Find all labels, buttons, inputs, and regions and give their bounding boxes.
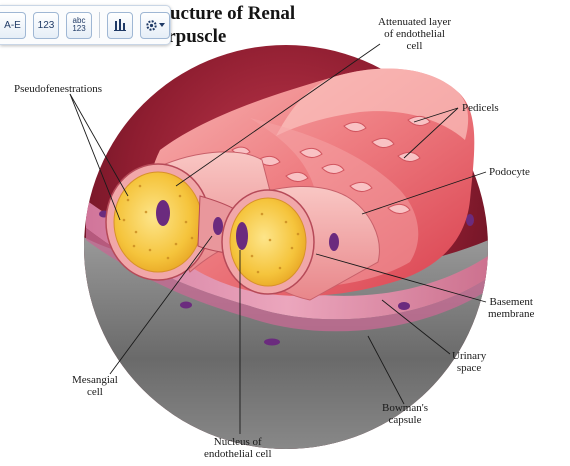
label-nucleus-endothelial: Nucleus of endothelial cell bbox=[204, 436, 272, 460]
abc-number-button[interactable]: abc 123 bbox=[66, 11, 92, 39]
label-podocyte: Podocyte bbox=[489, 166, 530, 178]
label-basement-membrane: Basement membrane bbox=[488, 296, 535, 320]
label-attenuated-layer: Attenuated layer of endothelial cell bbox=[378, 16, 451, 52]
left-endothelial-nucleus bbox=[156, 200, 170, 226]
label-pedicels: Pedicels bbox=[462, 102, 499, 114]
label-mesangial-cell: Mesangial cell bbox=[72, 374, 118, 398]
chart-button[interactable] bbox=[107, 11, 133, 39]
podocyte-nucleus bbox=[329, 233, 339, 251]
number-format-button[interactable]: 123 bbox=[33, 11, 59, 39]
leader-lines bbox=[69, 43, 487, 434]
settings-dropdown-button[interactable] bbox=[140, 11, 170, 39]
gear-icon bbox=[146, 19, 157, 31]
toolbar-separator bbox=[99, 12, 100, 38]
right-endothelial-nucleus bbox=[236, 222, 248, 250]
text-style-button[interactable]: A-E bbox=[0, 11, 26, 39]
mesangial-cell-nucleus bbox=[213, 217, 223, 235]
label-pseudofenestrations: Pseudofenestrations bbox=[14, 83, 102, 95]
label-urinary-space: Urinary space bbox=[452, 350, 487, 374]
bar-chart-icon bbox=[114, 19, 126, 31]
label-bowmans-capsule: Bowman's capsule bbox=[382, 402, 428, 426]
caret-down-icon bbox=[159, 23, 165, 27]
annotation-toolbar: A-E 123 abc 123 bbox=[0, 5, 171, 45]
pedicels bbox=[231, 115, 431, 214]
